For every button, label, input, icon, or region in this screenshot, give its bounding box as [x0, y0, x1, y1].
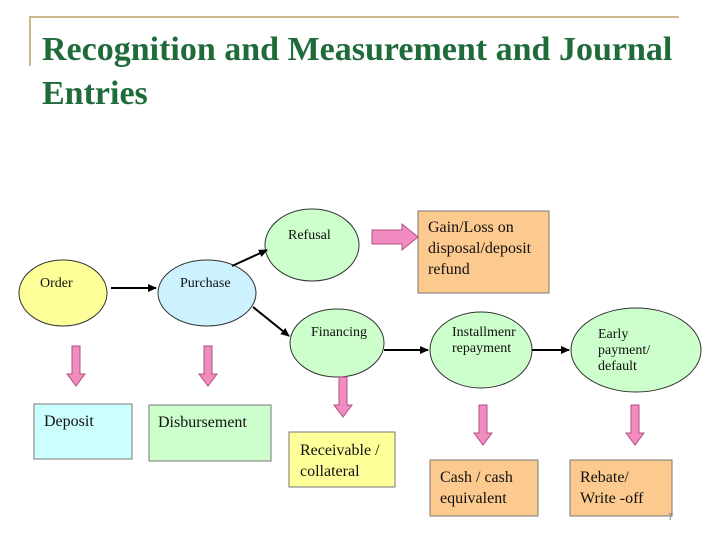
- deposit-label: Deposit: [44, 413, 94, 430]
- rebate-box: [569, 459, 673, 517]
- cash-box: [429, 459, 539, 517]
- slide-title: Recognition and Measurement and Journal …: [42, 31, 673, 112]
- cash-label: Cash / cash equivalent: [440, 469, 513, 507]
- early-node: [570, 307, 702, 393]
- rebate-label: Rebate/ Write -off: [580, 469, 644, 507]
- pink-arrow-installment: [473, 404, 493, 446]
- header-rule: [29, 16, 679, 18]
- gainloss-box: [417, 210, 550, 294]
- disbursement-label: Disbursement: [158, 414, 247, 431]
- order-node: [18, 259, 108, 327]
- deposit-box: [33, 403, 133, 460]
- purchase-label: Purchase: [180, 276, 231, 291]
- installment-label: Installmenr repayment: [452, 325, 516, 356]
- refusal-label: Refusal: [288, 228, 331, 243]
- header-side-rule: [29, 16, 31, 66]
- receivable-label: Receivable / collateral: [300, 442, 380, 480]
- refusal-node: [264, 208, 360, 282]
- arrow-purchase-refusal: [231, 249, 268, 267]
- pink-arrow-order: [66, 345, 86, 387]
- pink-arrow-early: [625, 404, 645, 446]
- gainloss-label: Gain/Loss on disposal/deposit refund: [428, 219, 532, 278]
- purchase-node: [157, 259, 257, 327]
- financing-node: [289, 308, 385, 378]
- pink-arrow-refusal: [371, 222, 419, 252]
- arrow-purchase-financing: [252, 306, 290, 337]
- financing-label: Financing: [311, 325, 367, 340]
- pink-arrow-financing: [333, 376, 353, 418]
- pink-arrow-purchase: [198, 345, 218, 387]
- disbursement-box: [148, 404, 272, 462]
- early-label: Early payment/ default: [598, 327, 651, 374]
- order-label: Order: [40, 276, 73, 291]
- receivable-box: [288, 431, 396, 488]
- page-number: 7: [668, 512, 674, 522]
